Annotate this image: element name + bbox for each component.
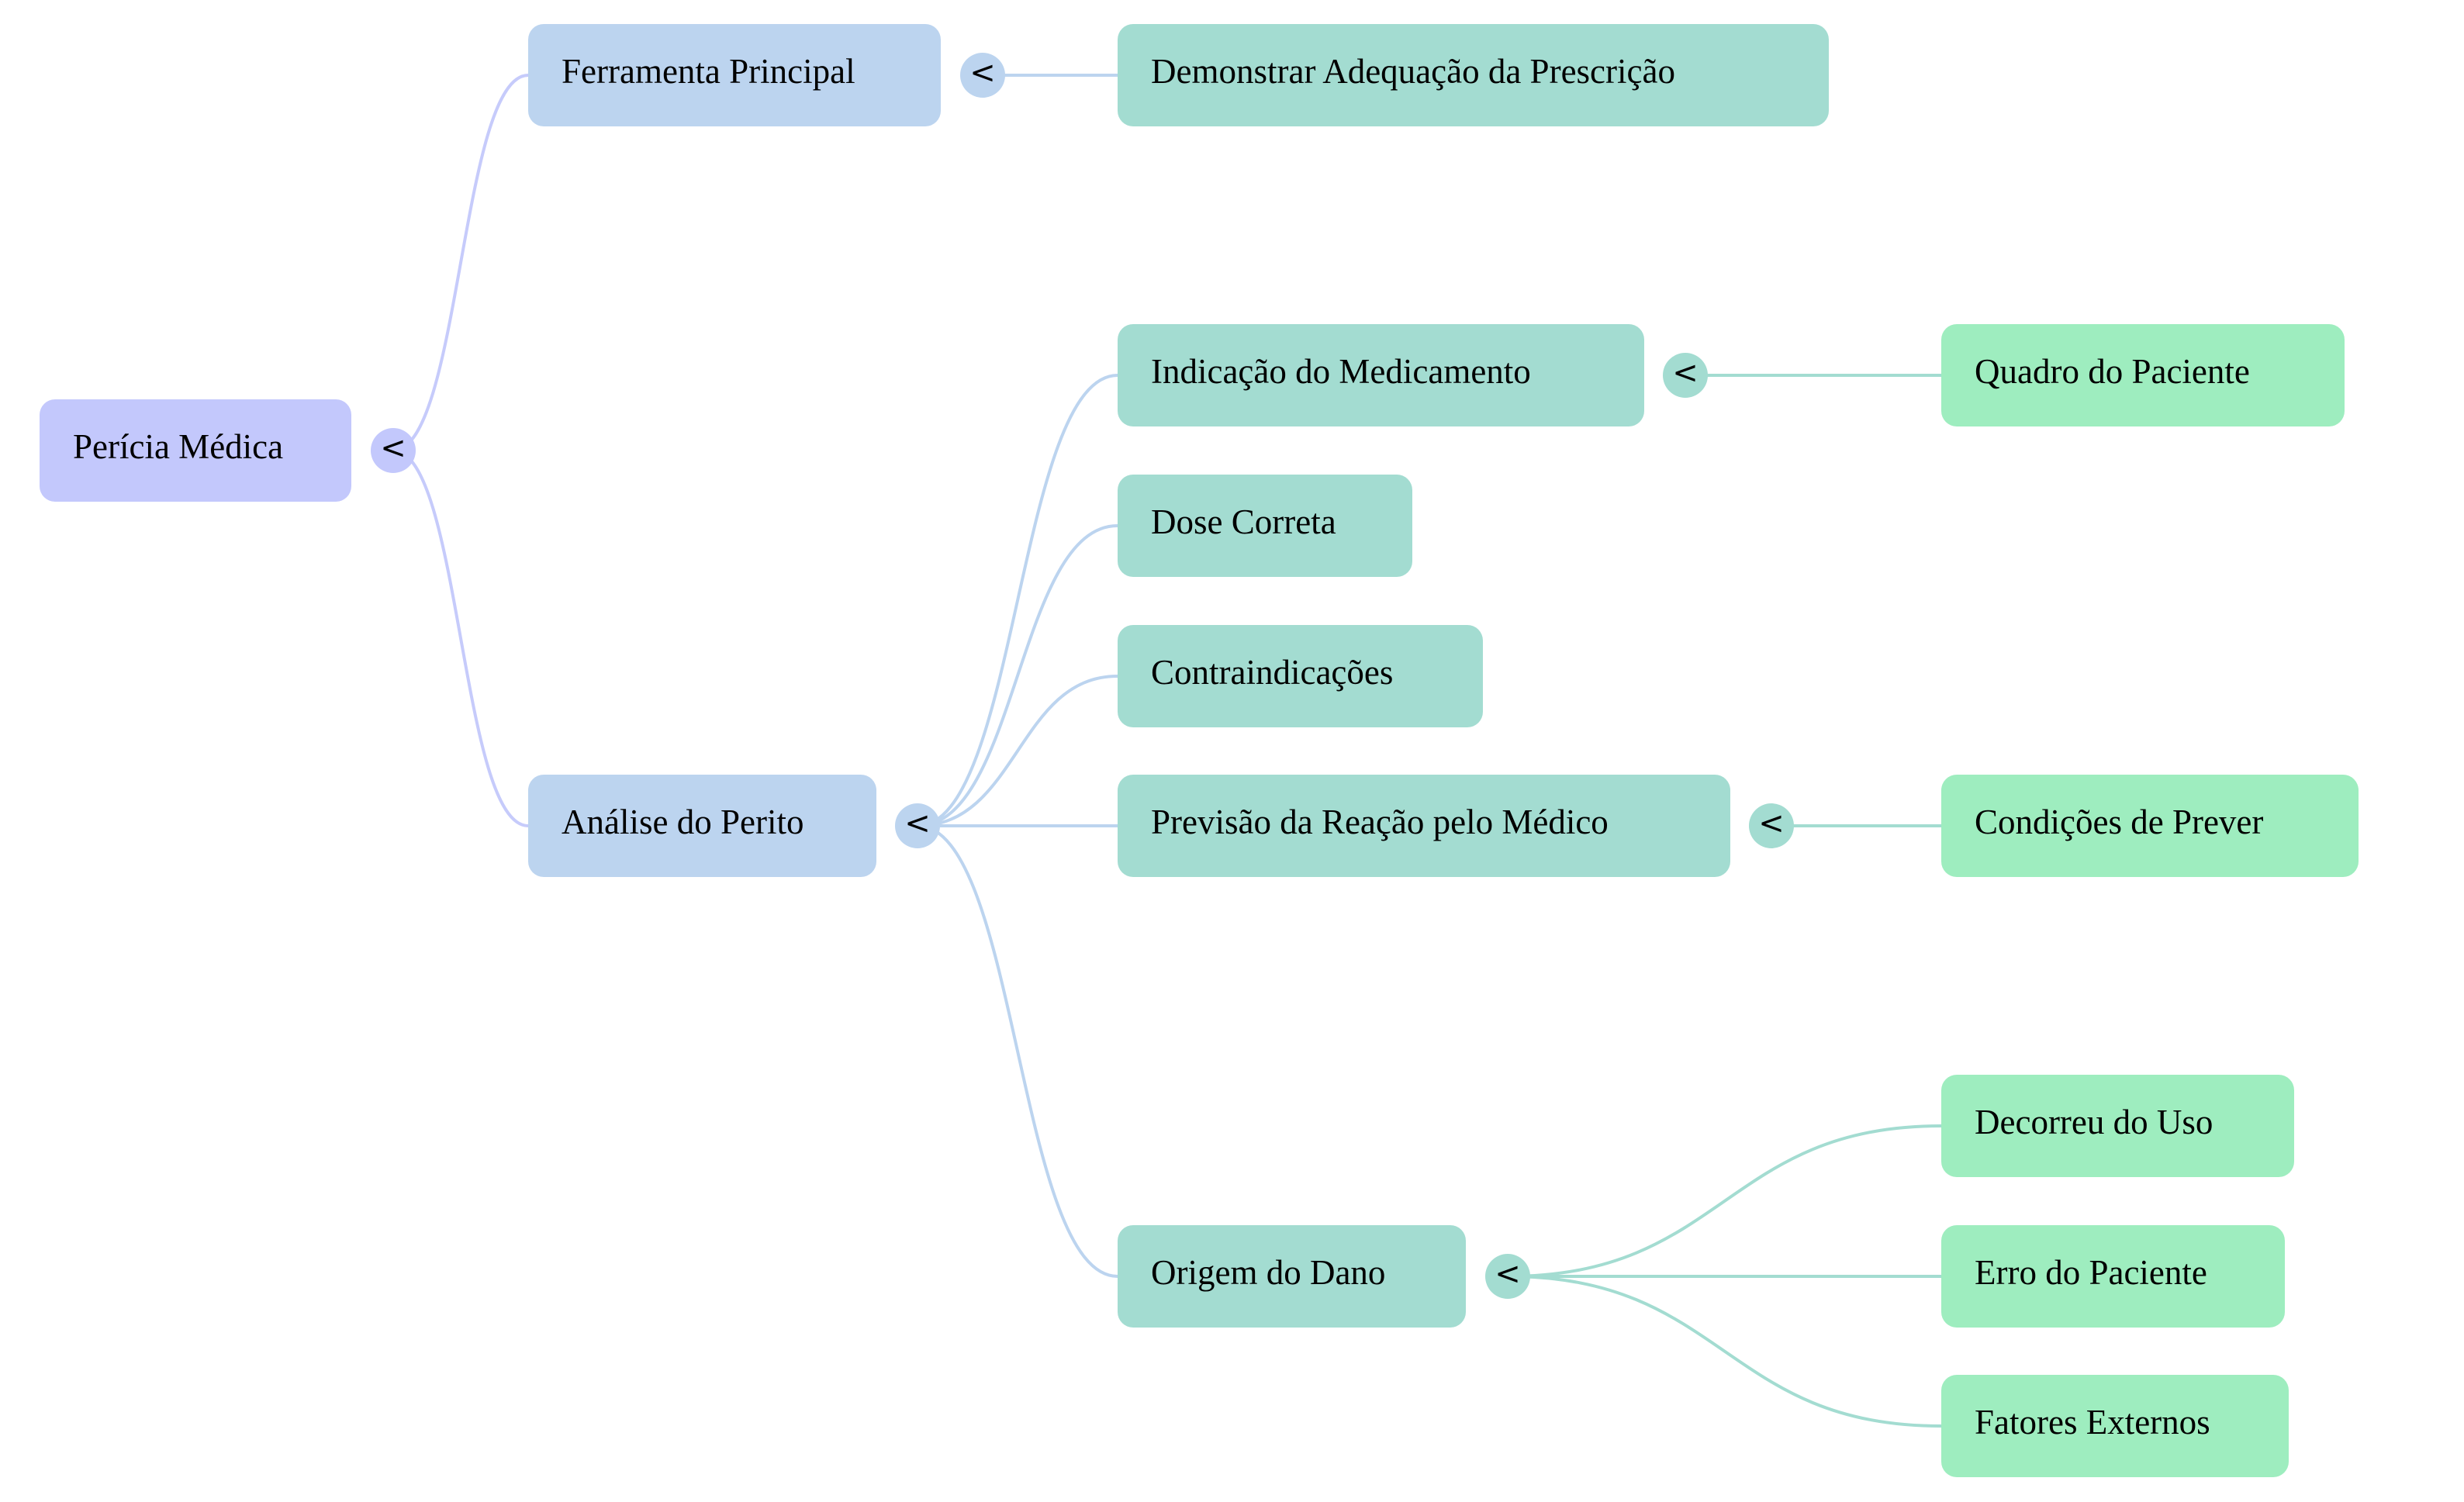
- collapse-toggle-origem-do-dano[interactable]: <: [1485, 1254, 1530, 1299]
- node-label: Origem do Dano: [1151, 1253, 1386, 1292]
- node-ferramenta-principal[interactable]: Ferramenta Principal: [528, 24, 941, 126]
- collapse-toggle-indicacao-do-medicamento[interactable]: <: [1663, 353, 1708, 398]
- chevron-left-icon: <: [380, 430, 406, 466]
- connector-pericia-ferramenta: [392, 74, 529, 452]
- node-label: Análise do Perito: [562, 803, 804, 841]
- node-pericia-medica[interactable]: Perícia Médica: [40, 399, 351, 502]
- connector-analise-indicacao: [917, 374, 1118, 827]
- node-condicoes-de-prever[interactable]: Condições de Prever: [1941, 775, 2359, 877]
- chevron-left-icon: <: [904, 806, 931, 841]
- node-origem-do-dano[interactable]: Origem do Dano: [1118, 1225, 1466, 1328]
- node-label: Previsão da Reação pelo Médico: [1151, 803, 1609, 841]
- collapse-toggle-analise-do-perito[interactable]: <: [895, 803, 940, 848]
- collapse-toggle-previsao-da-reacao[interactable]: <: [1749, 803, 1794, 848]
- chevron-left-icon: <: [1672, 355, 1699, 391]
- node-label: Demonstrar Adequação da Prescrição: [1151, 52, 1675, 91]
- node-dose-correta[interactable]: Dose Correta: [1118, 475, 1412, 577]
- node-label: Condições de Prever: [1975, 803, 2264, 841]
- node-label: Contraindicações: [1151, 653, 1394, 692]
- node-analise-do-perito[interactable]: Análise do Perito: [528, 775, 876, 877]
- node-quadro-do-paciente[interactable]: Quadro do Paciente: [1941, 324, 2345, 426]
- node-erro-do-paciente[interactable]: Erro do Paciente: [1941, 1225, 2285, 1328]
- connector-pericia-analise: [392, 449, 529, 827]
- node-demonstrar-adequacao[interactable]: Demonstrar Adequação da Prescrição: [1118, 24, 1829, 126]
- node-fatores-externos[interactable]: Fatores Externos: [1941, 1375, 2289, 1477]
- node-contraindicacoes[interactable]: Contraindicações: [1118, 625, 1483, 727]
- node-indicacao-do-medicamento[interactable]: Indicação do Medicamento: [1118, 324, 1644, 426]
- connector-origem-decorreu: [1507, 1124, 1942, 1278]
- node-label: Quadro do Paciente: [1975, 352, 2250, 391]
- chevron-left-icon: <: [1758, 806, 1785, 841]
- connector-origem-fatores: [1507, 1275, 1942, 1428]
- node-label: Indicação do Medicamento: [1151, 352, 1531, 391]
- chevron-left-icon: <: [1495, 1256, 1521, 1292]
- node-label: Fatores Externos: [1975, 1403, 2210, 1442]
- connector-analise-origem: [917, 824, 1118, 1278]
- node-label: Ferramenta Principal: [562, 52, 855, 91]
- node-label: Erro do Paciente: [1975, 1253, 2207, 1292]
- chevron-left-icon: <: [969, 55, 996, 91]
- node-previsao-da-reacao[interactable]: Previsão da Reação pelo Médico: [1118, 775, 1730, 877]
- node-label: Dose Correta: [1151, 502, 1336, 541]
- node-decorreu-do-uso[interactable]: Decorreu do Uso: [1941, 1075, 2294, 1177]
- collapse-toggle-pericia-medica[interactable]: <: [371, 428, 416, 473]
- connector-analise-contra: [917, 675, 1118, 827]
- collapse-toggle-ferramenta-principal[interactable]: <: [960, 53, 1005, 98]
- node-label: Perícia Médica: [73, 427, 284, 466]
- connector-analise-dose: [917, 524, 1118, 827]
- node-label: Decorreu do Uso: [1975, 1103, 2213, 1141]
